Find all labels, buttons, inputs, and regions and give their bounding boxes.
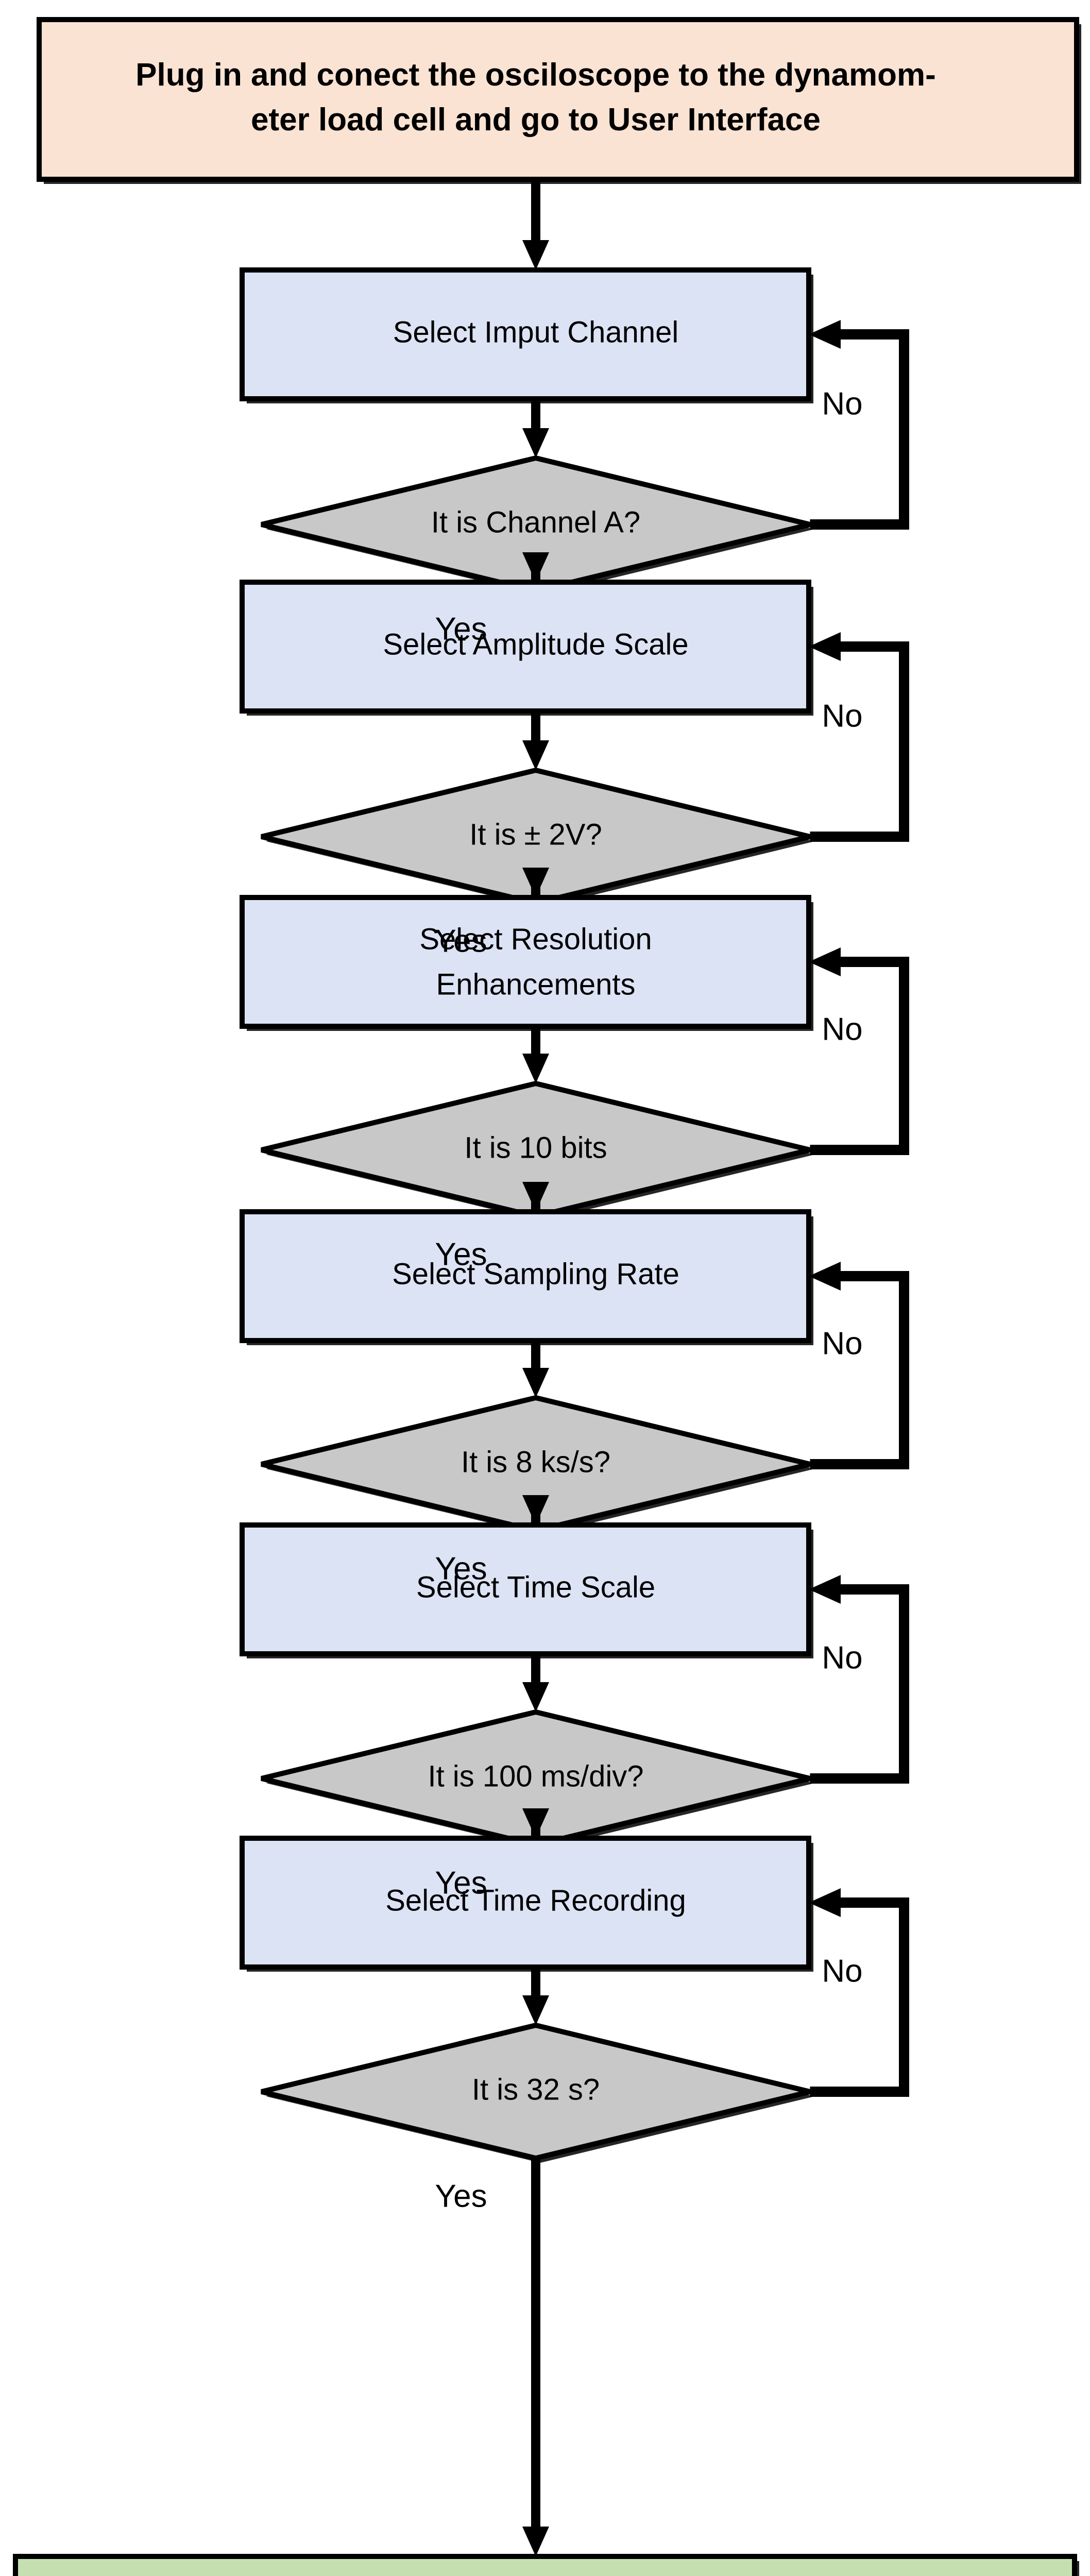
process-box-6-label: Select Time Recording — [385, 1884, 686, 1917]
loopback-arrow-1-head — [809, 320, 841, 349]
decision-diamond-6-label: It is 32 s? — [472, 2073, 600, 2106]
loopback-arrow-4-path — [810, 1271, 909, 1469]
end-box — [13, 2554, 1077, 2576]
edge-label-no-3: No — [822, 1011, 862, 1047]
loopback-arrow-4 — [809, 1262, 909, 1469]
process-box-3 — [240, 895, 811, 1029]
process-box-2-label: Select Amplitude Scale — [383, 628, 688, 661]
process-box-6 — [240, 1836, 811, 1970]
edge-label-yes-4: Yes — [435, 1551, 487, 1586]
loopback-arrow-1-path — [810, 329, 909, 530]
decision-diamond-3-label: It is 10 bits — [464, 1131, 607, 1164]
connector-decision-5-yes-head — [522, 1808, 549, 1838]
decision-diamond-4-label: It is 8 ks/s? — [461, 1445, 610, 1479]
process-box-3-line1: Select Resolution — [419, 922, 652, 956]
connector-process-6-to-decision-6-head — [522, 1995, 549, 2025]
process-box-4-label: Select Sampling Rate — [392, 1257, 679, 1291]
edge-label-no-1: No — [822, 386, 862, 421]
process-box-1 — [240, 267, 811, 401]
edge-label-no-4: No — [822, 1326, 862, 1361]
loopback-arrow-4-head — [809, 1262, 841, 1291]
process-box-2 — [240, 580, 811, 714]
edge-label-no-5: No — [822, 1640, 862, 1675]
start-box-line1: Plug in and conect the osciloscope to th… — [135, 57, 936, 93]
loopback-arrow-6-head — [809, 1888, 841, 1917]
connector-process-5-to-decision-5-head — [522, 1682, 549, 1712]
process-box-5-label: Select Time Scale — [416, 1570, 655, 1604]
edge-label-yes-3: Yes — [435, 1236, 487, 1272]
connector-decision-6-yes-head — [522, 2527, 549, 2556]
loopback-arrow-5 — [809, 1575, 909, 1784]
connector-process-2-to-decision-2-head — [522, 740, 549, 770]
loopback-arrow-5-path — [810, 1584, 909, 1784]
connector-process-4-to-decision-4-head — [522, 1368, 549, 1398]
loopback-arrow-6 — [809, 1888, 909, 2097]
start-box-line2: eter load cell and go to User Interface — [251, 102, 821, 138]
loopback-arrow-1 — [809, 320, 909, 530]
loopback-arrow-2-path — [810, 641, 909, 842]
decision-diamond-2-label: It is ± 2V? — [469, 818, 602, 851]
loopback-arrow-5-head — [809, 1575, 841, 1604]
connector-start-to-step1-head — [522, 240, 549, 270]
loopback-arrow-3-path — [810, 957, 909, 1155]
loopback-arrow-3 — [809, 947, 909, 1155]
loopback-arrow-6-path — [810, 1897, 909, 2097]
start-box — [37, 17, 1079, 182]
process-box-1-label: Select Imput Channel — [393, 315, 679, 349]
connector-decision-3-yes-head — [522, 1182, 549, 1212]
connector-decision-1-yes-head — [522, 552, 549, 582]
decision-diamond-5-label: It is 100 ms/div? — [428, 1759, 643, 1793]
connector-decision-2-yes-head — [522, 868, 549, 897]
loopback-arrow-2-head — [809, 632, 841, 661]
edge-label-yes-5: Yes — [435, 1865, 487, 1901]
loopback-arrow-2 — [809, 632, 909, 842]
connector-decision-4-yes-head — [522, 1495, 549, 1525]
loopback-arrow-3-head — [809, 947, 841, 976]
decision-diamond-1-label: It is Channel A? — [431, 505, 640, 539]
process-box-4 — [240, 1209, 811, 1343]
edge-label-yes-6: Yes — [435, 2178, 487, 2214]
connector-process-3-to-decision-3-head — [522, 1054, 549, 1083]
connector-process-1-to-decision-1-head — [522, 428, 549, 458]
process-box-3-line2: Enhancements — [436, 968, 636, 1001]
edge-label-yes-2: Yes — [435, 923, 487, 959]
edge-label-yes-1: Yes — [435, 611, 487, 647]
edge-label-no-6: No — [822, 1953, 862, 1989]
edge-label-no-2: No — [822, 698, 862, 734]
